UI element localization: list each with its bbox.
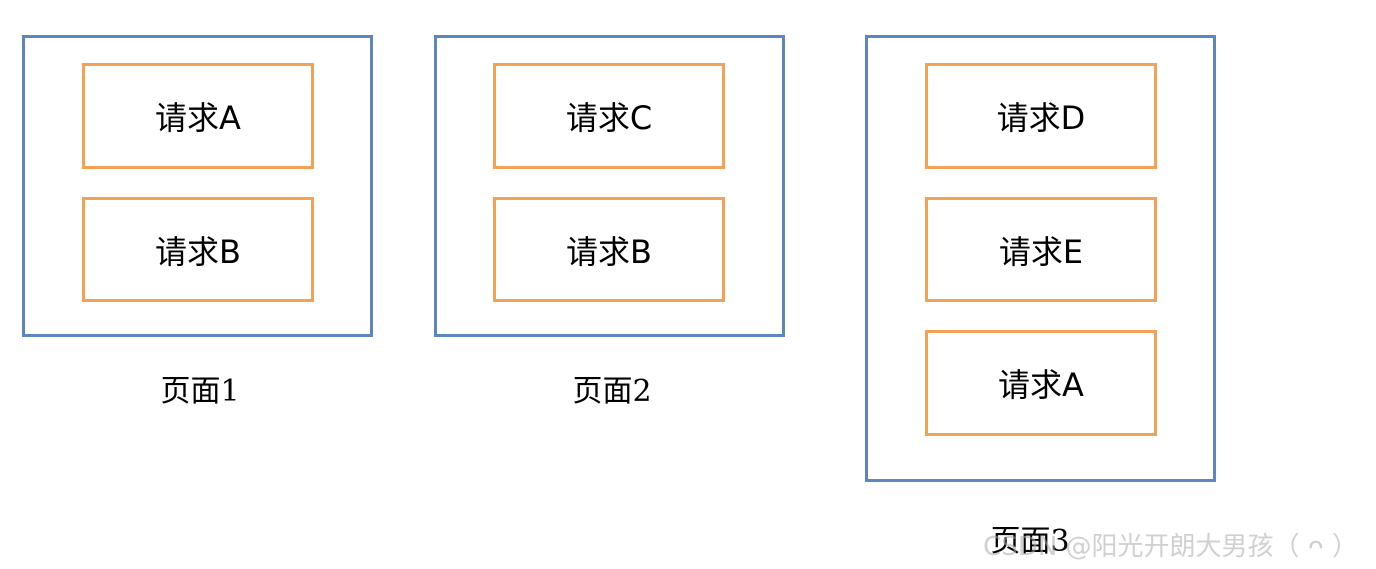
page-caption-2: 页面2	[572, 374, 652, 409]
request-box: 请求B	[493, 197, 725, 302]
request-box: 请求C	[493, 63, 725, 169]
request-box: 请求E	[925, 197, 1157, 302]
request-box: 请求B	[82, 197, 314, 302]
request-box: 请求A	[925, 330, 1157, 436]
request-box: 请求D	[925, 63, 1157, 169]
page-caption-1: 页面1	[160, 374, 240, 409]
request-box: 请求A	[82, 63, 314, 169]
page-caption-3: 页面3	[990, 524, 1070, 559]
watermark: CSDN @阳光开朗大男孩（ ᴖ ）	[983, 532, 1358, 562]
